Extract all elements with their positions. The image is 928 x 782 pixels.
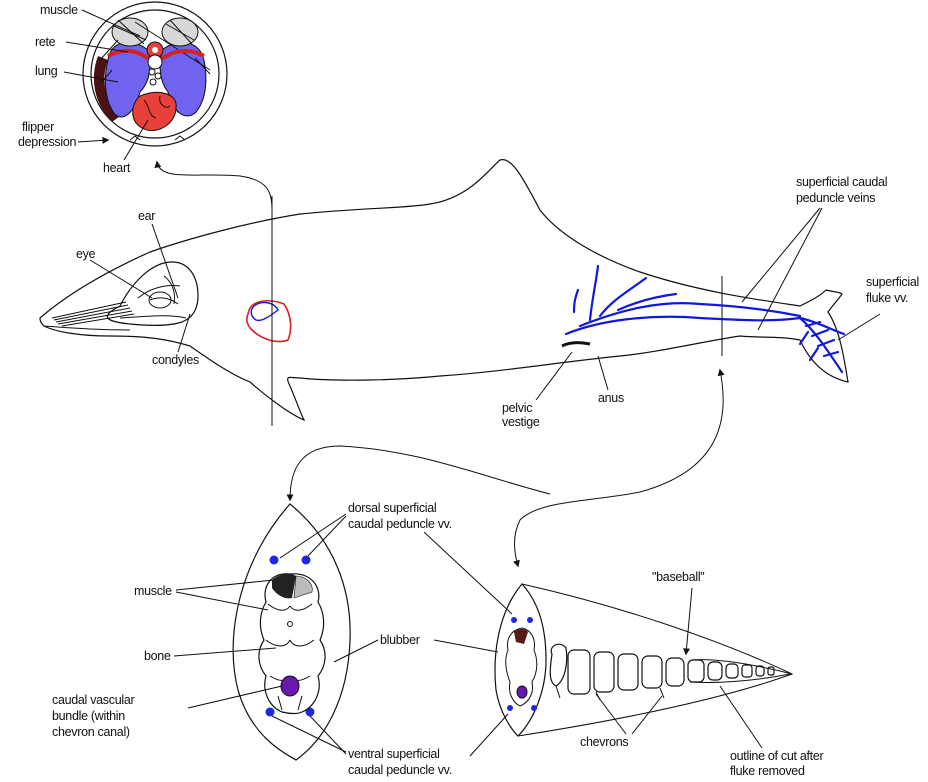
leader-condyles — [178, 314, 190, 352]
label-flipper-1: flipper — [22, 120, 54, 134]
dorsal-vein-right — [302, 556, 311, 565]
label-cvb-3: chevron canal) — [52, 725, 130, 739]
label-vscpv-2: caudal peduncle vv. — [348, 763, 452, 777]
label-flipper-2: depression — [18, 135, 76, 149]
label-rete: rete — [35, 35, 56, 49]
label-vscpv-1: ventral superficial — [348, 747, 440, 761]
label-pelvic-1: pelvic — [502, 401, 532, 415]
label-anus: anus — [598, 391, 624, 405]
label-scpv-2: peduncle veins — [796, 191, 875, 205]
leader-blubber-a — [334, 640, 378, 662]
label-outline-2: fluke removed — [730, 764, 805, 778]
arrow-to-thoracic — [157, 162, 272, 210]
label-sfv-1: superficial — [866, 275, 919, 289]
leader-chevrons-a — [596, 694, 626, 734]
dorsal-vein-left — [270, 556, 279, 565]
leader-scpv-b — [758, 208, 822, 330]
leader-outline-cut — [720, 686, 762, 748]
label-cvb-2: bundle (within — [52, 709, 125, 723]
heart — [133, 92, 176, 130]
thoracic-cross-section — [83, 2, 227, 146]
label-cvb-1: caudal vascular — [52, 693, 134, 707]
label-heart: heart — [103, 161, 131, 175]
leader-vscpv-a — [272, 716, 346, 752]
label-eye: eye — [76, 247, 96, 261]
label-lung: lung — [35, 64, 58, 78]
label-condyles: condyles — [152, 353, 199, 367]
lung-outline — [251, 303, 278, 321]
label-dscpv-2: caudal peduncle vv. — [348, 517, 452, 531]
label-dscpv-1: dorsal superficial — [348, 501, 436, 515]
caudal-veins — [566, 266, 844, 372]
label-baseball: "baseball" — [652, 570, 704, 584]
body-outline — [40, 160, 848, 420]
leader-scpv-a — [742, 208, 820, 302]
leader-vscpv-b — [310, 716, 346, 754]
label-sfv-2: fluke vv. — [866, 291, 908, 305]
label-muscle-top: muscle — [40, 3, 78, 17]
label-pelvic-2: vestige — [502, 415, 540, 429]
label-ear: ear — [138, 209, 155, 223]
leader-ear — [152, 224, 178, 298]
leader-anus — [598, 356, 608, 390]
leader-dscpv-tail — [424, 532, 512, 614]
peduncle-cross-section — [233, 504, 350, 760]
leader-sfv — [838, 314, 880, 340]
vertebra — [148, 55, 162, 69]
pelvic-vestige-shape — [562, 343, 590, 346]
dolphin-body — [40, 160, 848, 426]
label-outline-1: outline of cut after — [730, 749, 824, 763]
label-chevrons: chevrons — [580, 735, 628, 749]
leader-muscle-a — [176, 580, 274, 590]
mouth-line — [44, 326, 130, 330]
ventral-vein-left — [266, 708, 275, 717]
tail-cut-section — [495, 584, 792, 736]
label-bone: bone — [144, 649, 171, 663]
label-scpv-1: superficial caudal — [796, 175, 887, 189]
leader-vscpv-tail — [470, 714, 508, 756]
leader-blubber-b — [434, 640, 498, 652]
arrow-to-peduncle-section — [290, 446, 550, 500]
leader-flipper-depression — [78, 140, 108, 142]
leader-baseball — [686, 588, 692, 654]
leader-pelvic-vestige — [536, 352, 572, 400]
vertebral-series — [550, 644, 792, 700]
label-muscle-peduncle: muscle — [134, 584, 172, 598]
leader-muscle-b — [176, 592, 268, 610]
label-blubber: blubber — [380, 633, 420, 647]
caudal-vascular-bundle — [281, 676, 299, 696]
tail-cone — [518, 584, 792, 736]
